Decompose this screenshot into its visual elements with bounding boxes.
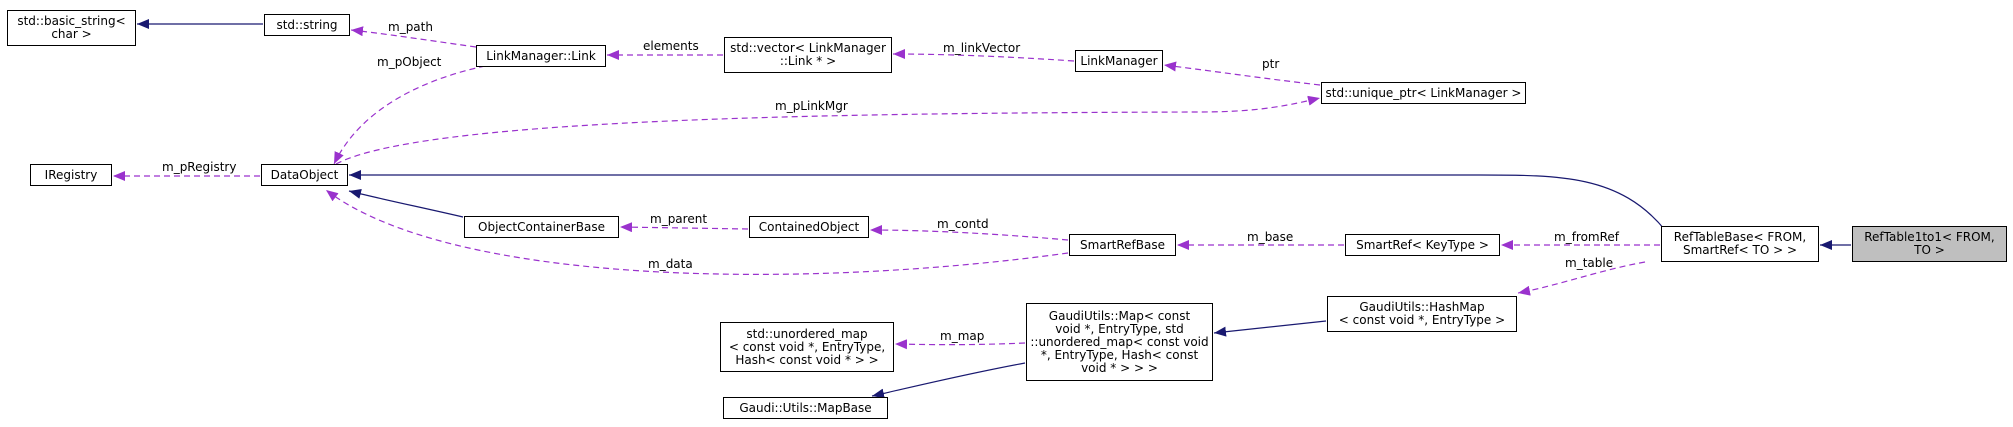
edge-smartrefbase-to-dataobject [325, 189, 1069, 275]
node-reftablebase[interactable]: RefTableBase< FROM, SmartRef< TO > > [1661, 226, 1819, 262]
node-label: std::vector< LinkManager [730, 41, 886, 55]
node-label: ContainedObject [758, 219, 860, 234]
node-label: std::unordered_map [746, 326, 868, 341]
edge-dataobject-to-link [333, 65, 486, 165]
node-std-vector-link[interactable]: std::vector< LinkManager ::Link * > [724, 37, 892, 73]
node-label: DataObject [270, 167, 339, 182]
node-label: std::basic_string< [17, 14, 126, 28]
node-label: RefTableBase< FROM, [1673, 230, 1807, 244]
edge-label-m-pregistry: m_pRegistry [162, 160, 237, 174]
node-std-unordered-map[interactable]: std::unordered_map < const void *, Entry… [720, 322, 894, 372]
node-label: void *, EntryType, std [1055, 321, 1184, 336]
node-smartref-keytype[interactable]: SmartRef< KeyType > [1345, 234, 1500, 256]
edge-label-ptr: ptr [1262, 57, 1280, 71]
node-label: TO > [1914, 243, 1945, 257]
node-label: ObjectContainerBase [478, 219, 605, 234]
edge-label-elements: elements [643, 39, 699, 53]
edge-hashmap-to-gmap [1213, 320, 1327, 337]
node-label: Hash< const void * > > [735, 352, 879, 367]
edge-label-m-pobject: m_pObject [377, 55, 442, 69]
edge-dataobject-to-uniqueptr [335, 95, 1321, 165]
node-label: SmartRef< KeyType > [1356, 237, 1489, 252]
node-label: Gaudi::Utils::MapBase [739, 400, 872, 415]
node-objectcontainerbase[interactable]: ObjectContainerBase [464, 216, 619, 238]
edge-smartrefbase-to-contained [869, 225, 1069, 241]
edge-label-m-table: m_table [1565, 256, 1614, 270]
edge-ocb-to-dataobject [348, 189, 464, 218]
node-label: ::Link * > [779, 54, 837, 68]
edge-label-m-contd: m_contd [937, 217, 989, 231]
node-gaudiutils-map[interactable]: GaudiUtils::Map< const void *, EntryType… [1026, 303, 1213, 381]
node-linkmanager-link[interactable]: LinkManager::Link [476, 45, 606, 67]
node-std-string[interactable]: std::string [264, 14, 350, 36]
edge-label-m-path: m_path [388, 20, 433, 34]
node-iregistry[interactable]: IRegistry [30, 164, 112, 186]
node-smartrefbase[interactable]: SmartRefBase [1069, 234, 1176, 256]
node-label: SmartRefBase [1080, 237, 1165, 252]
edge-gmap-to-mapbase [871, 362, 1026, 399]
node-std-unique-ptr[interactable]: std::unique_ptr< LinkManager > [1321, 82, 1526, 104]
edge-label-m-data: m_data [648, 257, 693, 271]
edge-contained-to-ocb [619, 222, 749, 233]
node-label: *, EntryType, Hash< const [1040, 347, 1199, 362]
edge-uniqueptr-to-linkmanager [1163, 61, 1321, 86]
node-gaudiutils-hashmap[interactable]: GaudiUtils::HashMap < const void *, Entr… [1327, 296, 1517, 332]
node-label: SmartRef< TO > > [1682, 243, 1798, 257]
node-containedobject[interactable]: ContainedObject [749, 216, 869, 238]
node-linkmanager[interactable]: LinkManager [1075, 50, 1163, 72]
edge-gmap-to-unordered-map [894, 339, 1026, 350]
node-gaudi-utils-mapbase[interactable]: Gaudi::Utils::MapBase [723, 397, 888, 419]
node-label: std::string [276, 17, 338, 32]
edge-label-m-plinkmgr: m_pLinkMgr [775, 99, 848, 113]
node-dataobject[interactable]: DataObject [261, 164, 348, 186]
edge-reftablebase-to-hashmap [1517, 261, 1646, 296]
node-std-basic-string[interactable]: std::basic_string< char > [7, 10, 136, 46]
node-label: void * > > > [1081, 360, 1158, 375]
node-label: < const void *, EntryType > [1338, 313, 1506, 327]
edge-link-to-string [350, 26, 477, 48]
edge-label-m-base: m_base [1247, 230, 1294, 244]
node-reftable1to1[interactable]: RefTable1to1< FROM, TO > [1852, 226, 2007, 262]
edge-label-m-parent: m_parent [650, 212, 708, 226]
node-label: LinkManager::Link [486, 48, 596, 63]
node-label: GaudiUtils::HashMap [1359, 300, 1485, 314]
edge-label-m-linkvector: m_linkVector [943, 41, 1021, 55]
node-label: std::unique_ptr< LinkManager > [1325, 85, 1522, 100]
edge-label-m-map: m_map [940, 329, 985, 343]
node-label: IRegistry [44, 167, 98, 182]
edge-linkmanager-to-vector [892, 49, 1075, 62]
edge-label-m-fromref: m_fromRef [1554, 230, 1620, 244]
edge-reftablebase-to-dataobject [349, 170, 1666, 231]
node-label: LinkManager [1080, 53, 1158, 68]
node-label: < const void *, EntryType, [728, 339, 886, 354]
node-label: RefTable1to1< FROM, [1864, 230, 1995, 244]
node-label: ::unordered_map< const void [1030, 334, 1209, 349]
node-label: char > [51, 27, 92, 41]
node-label: GaudiUtils::Map< const [1048, 308, 1191, 323]
